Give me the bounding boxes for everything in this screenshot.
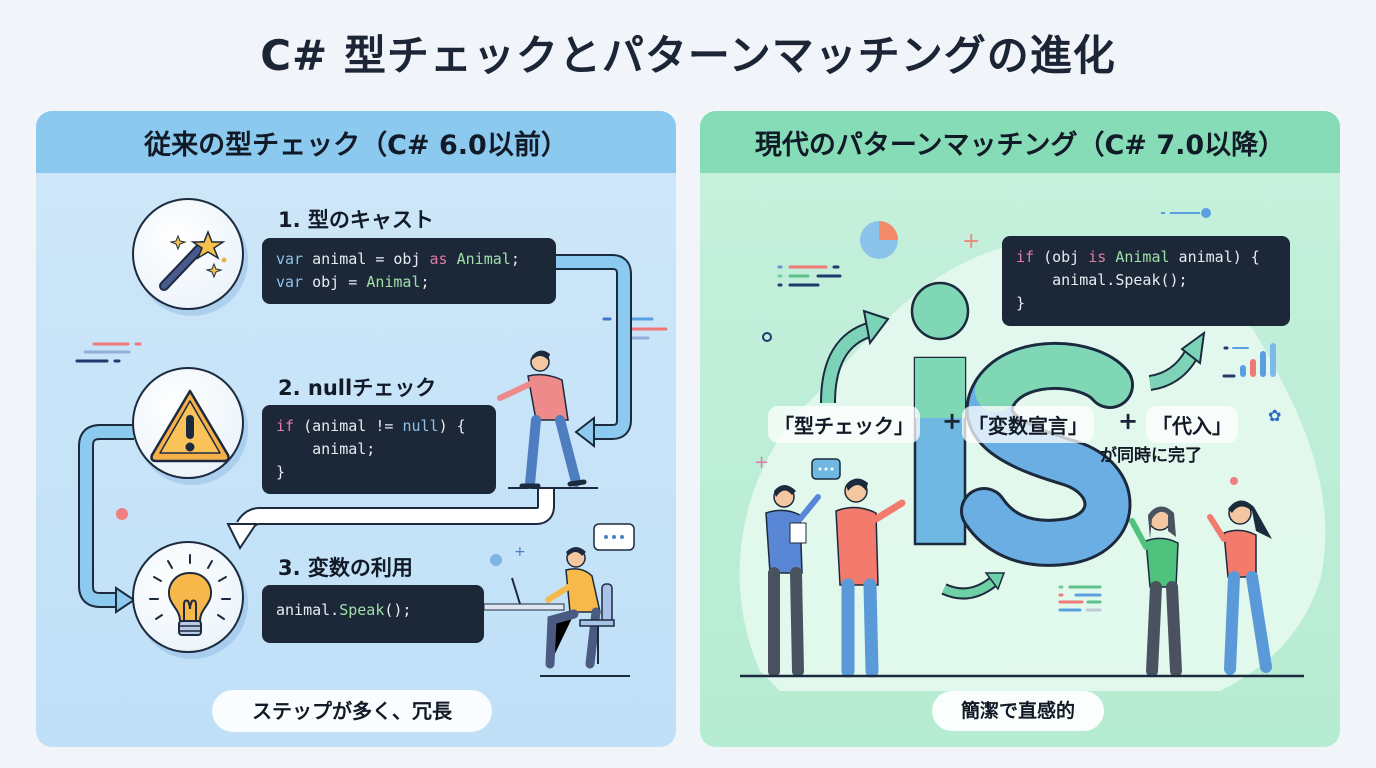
sparkle-decoration-icon: ✿ xyxy=(1268,406,1281,425)
plus-decoration-icon: + xyxy=(962,229,980,254)
code-keyword: Animal xyxy=(366,273,421,291)
decorative-lines-icon xyxy=(1058,585,1102,612)
flow-arrow-white-icon xyxy=(226,488,555,550)
code-text: (); xyxy=(384,601,412,619)
pattern-matching-panel: 現代のパターンマッチング（C# 7.0以降） + xyxy=(700,111,1340,747)
variable-declaration-chip: 「変数宣言」 xyxy=(962,406,1094,443)
step-2-title: 2. nullチェック xyxy=(278,376,437,400)
code-line: animal.Speak(); xyxy=(276,599,470,622)
code-text xyxy=(1106,248,1115,266)
walking-person-icon xyxy=(497,350,598,489)
flow-arrow-right-icon xyxy=(556,254,632,449)
decorative-lines-icon xyxy=(777,265,842,287)
warning-icon xyxy=(150,389,230,463)
code-text: obj = xyxy=(303,273,367,291)
code-text: } xyxy=(1016,294,1026,312)
pattern-matching-panel-header: 現代のパターンマッチング（C# 7.0以降） xyxy=(700,111,1340,173)
chat-bubble-icon xyxy=(811,458,841,480)
plus-decoration-icon: + xyxy=(754,452,769,473)
curved-arrow-icon xyxy=(820,309,890,404)
page-title: C# 型チェックとパターンマッチングの進化 xyxy=(260,31,1116,80)
code-line: animal; xyxy=(276,438,482,461)
code-line: } xyxy=(276,461,482,484)
code-keyword: Speak xyxy=(339,601,385,619)
code-keyword: if xyxy=(276,417,295,435)
legacy-type-check-panel: 従来の型チェック（C# 6.0以前） xyxy=(36,111,676,747)
plus-sign-2: + xyxy=(1118,407,1139,435)
step-3-title: 3. 変数の利用 xyxy=(278,556,413,580)
circle-decoration-icon xyxy=(762,332,772,342)
is-keyword-graphic xyxy=(910,281,1134,567)
person-at-laptop-icon: + xyxy=(483,523,635,677)
code-text: animal; xyxy=(276,440,376,458)
code-keyword: Animal xyxy=(456,250,511,268)
code-line: animal.Speak(); xyxy=(1016,269,1276,292)
code-line: if (animal != null) { xyxy=(276,415,482,438)
magic-wand-icon xyxy=(159,229,227,291)
people-group-icon xyxy=(740,478,1304,678)
code-keyword: var xyxy=(276,250,304,268)
step-3-icon-circle xyxy=(132,541,244,653)
step-1-code-block: var animal = obj as Animal;var obj = Ani… xyxy=(262,238,556,304)
code-keyword: if xyxy=(1016,248,1035,266)
legacy-panel-header: 従来の型チェック（C# 6.0以前） xyxy=(36,111,676,173)
code-keyword: Animal xyxy=(1115,248,1170,266)
code-line: var obj = Animal; xyxy=(276,271,542,294)
code-text: animal) { xyxy=(1169,248,1260,266)
code-keyword: is xyxy=(1088,248,1107,266)
code-text xyxy=(448,250,457,268)
step-2-icon-circle xyxy=(132,367,244,479)
legacy-summary-label: ステップが多く、冗長 xyxy=(212,690,492,732)
code-text: animal = obj xyxy=(303,250,430,268)
decorative-lines-left-icon xyxy=(75,342,142,520)
curved-arrow-icon xyxy=(1148,330,1206,391)
curved-arrow-icon xyxy=(941,572,1006,600)
pattern-matching-code-block: if (obj is Animal animal) { animal.Speak… xyxy=(1002,236,1290,326)
code-text: (obj xyxy=(1034,248,1089,266)
plus-sign-1: + xyxy=(942,407,963,435)
lightbulb-icon xyxy=(149,554,231,636)
modern-summary-label: 簡潔で直感的 xyxy=(932,691,1104,731)
legacy-illustration: + xyxy=(75,254,668,677)
code-line: if (obj is Animal animal) { xyxy=(1016,246,1276,269)
code-line: } xyxy=(1016,292,1276,315)
code-text: animal. xyxy=(276,601,340,619)
code-line: var animal = obj as Animal; xyxy=(276,248,542,271)
code-text: (animal != xyxy=(294,417,403,435)
assignment-chip: 「代入」 xyxy=(1146,406,1238,443)
code-keyword: as xyxy=(429,250,448,268)
code-keyword: var xyxy=(276,273,304,291)
svg-text:+: + xyxy=(514,544,526,560)
type-check-chip: 「型チェック」 xyxy=(768,406,920,443)
code-text: ; xyxy=(510,250,520,268)
step-1-icon-circle xyxy=(132,198,244,310)
flow-arrow-left-icon xyxy=(78,424,136,614)
step-3-code-block: animal.Speak(); xyxy=(262,585,484,643)
step-1-title: 1. 型のキャスト xyxy=(278,208,434,232)
bar-chart-icon xyxy=(1222,343,1276,378)
simultaneous-completion-label: が同時に完了 xyxy=(1100,446,1202,466)
code-keyword: null xyxy=(402,417,439,435)
code-text: ) { xyxy=(438,417,466,435)
decorative-lines-icon xyxy=(602,317,668,340)
code-text: ; xyxy=(420,273,430,291)
slider-decoration-icon xyxy=(1161,208,1211,218)
pie-chart-icon xyxy=(860,221,898,259)
step-2-code-block: if (animal != null) { animal;} xyxy=(262,405,496,494)
pattern-matching-illustration: + xyxy=(739,208,1326,691)
code-text: } xyxy=(276,463,286,481)
code-text: animal.Speak(); xyxy=(1016,271,1188,289)
